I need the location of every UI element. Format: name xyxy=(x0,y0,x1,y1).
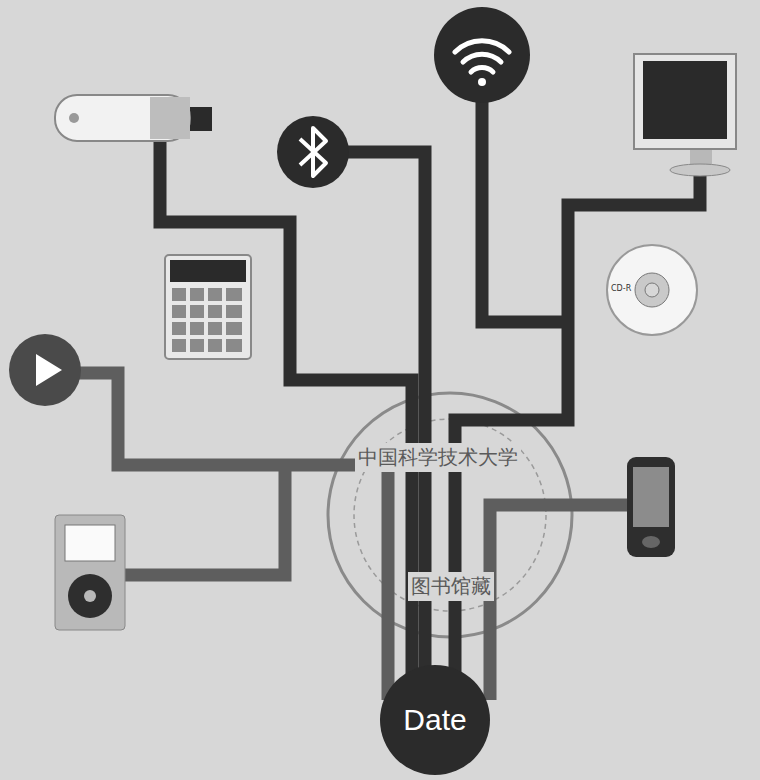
wire xyxy=(455,170,700,700)
wifi-circle xyxy=(434,7,530,103)
key xyxy=(190,322,204,335)
phone-icon xyxy=(627,457,675,557)
bluetooth-rune xyxy=(300,128,326,176)
monitor-screen xyxy=(643,61,727,139)
key xyxy=(208,322,222,335)
music-player-icon xyxy=(55,515,125,630)
cd-disc xyxy=(607,245,697,335)
key xyxy=(190,339,204,352)
calculator-display xyxy=(170,260,246,282)
disc-label: CD-R xyxy=(611,284,631,293)
hub-circle: Date xyxy=(380,665,490,775)
bluetooth-circle xyxy=(277,116,349,188)
wire-group xyxy=(160,95,700,700)
key xyxy=(172,305,186,318)
wifi-wave xyxy=(455,41,509,52)
usb-body xyxy=(55,95,190,141)
player-body xyxy=(55,515,125,630)
key xyxy=(172,288,186,301)
stamp-text: 图书馆藏 xyxy=(408,572,494,601)
wire xyxy=(482,95,568,322)
monitor-frame xyxy=(634,54,736,149)
key xyxy=(172,322,186,335)
wifi-icon xyxy=(434,7,530,103)
phone-body xyxy=(627,457,675,557)
usb-cap xyxy=(150,97,190,139)
key xyxy=(208,339,222,352)
cd-hub xyxy=(635,273,669,307)
wifi-dot xyxy=(478,78,486,86)
wifi-wave xyxy=(471,68,493,72)
calculator-icon xyxy=(165,255,251,359)
key xyxy=(190,305,204,318)
phone-button xyxy=(642,536,660,548)
stamp-text: 中国科学技术大学 xyxy=(355,443,521,472)
key xyxy=(172,339,186,352)
play-icon xyxy=(9,334,81,406)
calculator-body xyxy=(165,255,251,359)
player-button xyxy=(84,590,96,602)
key xyxy=(226,339,242,352)
wifi-wave xyxy=(463,54,501,62)
cd-icon xyxy=(607,245,697,335)
wire xyxy=(340,152,425,700)
wire xyxy=(160,135,412,700)
player-wheel xyxy=(68,574,112,618)
bluetooth-icon xyxy=(277,116,349,188)
calculator-keys xyxy=(172,288,242,352)
monitor-icon xyxy=(634,54,736,176)
key xyxy=(190,288,204,301)
player-screen xyxy=(65,525,115,561)
key xyxy=(208,305,222,318)
usb-hole xyxy=(69,113,79,123)
wire xyxy=(125,465,285,575)
key xyxy=(226,305,242,318)
play-circle xyxy=(9,334,81,406)
play-triangle xyxy=(36,354,62,386)
monitor-base xyxy=(670,164,730,176)
usb-stick-icon xyxy=(55,95,212,141)
key xyxy=(226,322,242,335)
node-label: Date xyxy=(403,703,466,737)
wifi-waves xyxy=(455,41,509,72)
key xyxy=(226,288,242,301)
phone-screen xyxy=(633,467,669,527)
key xyxy=(208,288,222,301)
cd-hole xyxy=(645,283,659,297)
wire xyxy=(490,505,627,700)
